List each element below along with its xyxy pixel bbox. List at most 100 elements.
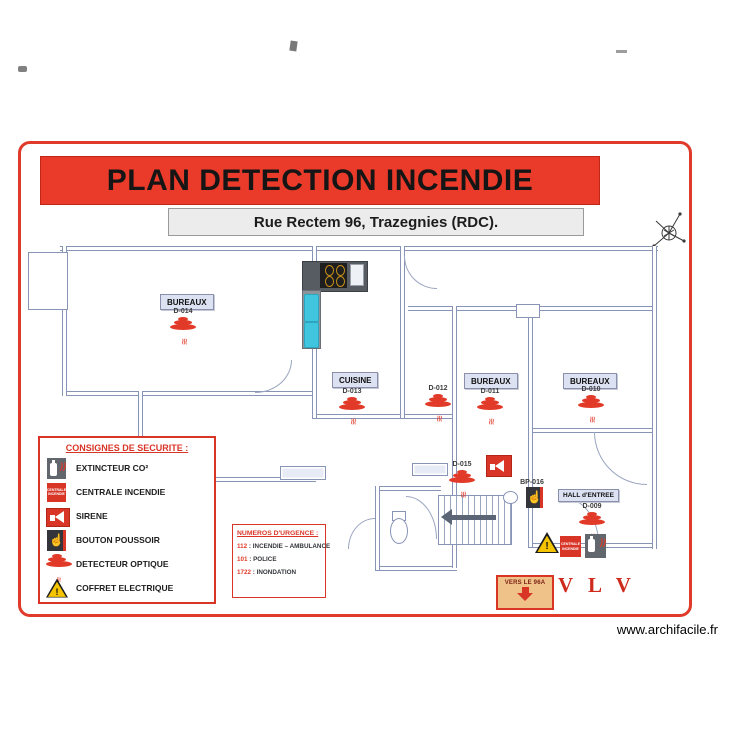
window (412, 463, 448, 476)
emergency-label: : INCENDIE – AMBULANCE (248, 543, 331, 550)
emergency-label: : POLICE (249, 556, 277, 563)
down-arrow-icon (517, 593, 533, 601)
smoke-detector-d013: D-013 ≋ (330, 388, 374, 428)
exit-sign-label: VERS LE 96A (504, 580, 546, 586)
wall (375, 566, 457, 571)
refrigerator (304, 294, 319, 322)
scan-artifact (616, 50, 627, 53)
co2-extinguisher-icon: )) (585, 534, 606, 558)
legend-title: CONSIGNES DE SECURITE : (65, 443, 189, 453)
legend-item-sirene: SIRENE (46, 505, 108, 527)
legend-item-label: BOUTON POUSSOIR (76, 535, 160, 545)
room-label-bureaux-2: BUREAUX (464, 373, 518, 389)
legend-item-label: SIRENE (76, 511, 108, 521)
stove-burner (325, 265, 334, 276)
electrical-cabinet-icon: ! (46, 578, 68, 599)
emergency-line: 1722 : INONDATION (237, 569, 321, 576)
emergency-number: 101 (237, 556, 248, 563)
wall (62, 391, 315, 396)
wall (528, 306, 533, 547)
window (280, 466, 326, 480)
stove-burner (325, 276, 334, 287)
wall (60, 246, 658, 251)
scan-artifact (18, 66, 27, 72)
wall (212, 477, 316, 482)
electrical-cabinet-icon: ! (535, 532, 559, 553)
detector-id: D-009 (582, 503, 602, 510)
stair-newel (503, 491, 518, 504)
scan-artifact (289, 40, 298, 52)
legend-item-label: COFFRET ELECTRIQUE (76, 583, 174, 593)
heat-waves-icon: ≋ (434, 414, 445, 423)
co2-extinguisher-icon: )) (46, 457, 68, 479)
push-button-icon: ☝ (46, 529, 68, 551)
wall (528, 428, 656, 433)
legend-item-extincteur: )) EXTINCTEUR CO² (46, 457, 148, 479)
heat-waves-icon: ≋ (179, 337, 190, 346)
emergency-line: 112 : INCENDIE – AMBULANCE (237, 543, 330, 550)
siren-horn (490, 463, 495, 470)
smoke-detector-d011: D-011 ≋ (468, 388, 512, 428)
smoke-detector-icon (330, 397, 374, 410)
smoke-detector-d015: D-015 ≋ (440, 461, 484, 501)
emergency-numbers-box: NUMEROS D'URGENCE : 112 : INCENDIE – AMB… (232, 524, 330, 598)
room-label-bureaux-1: BUREAUX (160, 294, 214, 310)
vlv-annotation: V L V (558, 573, 636, 597)
smoke-detector-icon (440, 470, 484, 483)
exit-sign: VERS LE 96A (496, 575, 554, 610)
wall (62, 246, 67, 396)
watermark-url: www.archifacile.fr (616, 622, 718, 637)
legend-item-label: EXTINCTEUR CO² (76, 463, 149, 473)
emergency-number: 1722 (237, 569, 252, 576)
wall (400, 246, 405, 418)
smoke-detector-d012: D-012 ≋ (416, 385, 460, 425)
siren-horn-bell (495, 460, 504, 472)
heat-waves-icon: ≋ (348, 417, 359, 426)
stove-burner (336, 265, 345, 276)
legend-item-coffret: ! COFFRET ELECTRIQUE (46, 577, 173, 599)
smoke-detector-icon (416, 394, 460, 407)
wall (138, 391, 143, 479)
legend-item-bouton: ☝ BOUTON POUSSOIR (46, 529, 160, 551)
emergency-label: : INONDATION (252, 569, 297, 576)
siren-icon (486, 455, 512, 477)
smoke-detector-icon (570, 512, 614, 525)
legend-item-centrale: CENTRALE INCENDIE CENTRALE INCENDIE (46, 481, 165, 503)
legend-item-detecteur: ≋ DETECTEUR OPTIQUE (46, 553, 169, 582)
smoke-detector-d014: D-014 ≋ (161, 308, 205, 348)
stove-burner (336, 276, 345, 287)
heat-waves-icon: ≋ (587, 415, 598, 424)
address-subtitle: Rue Rectem 96, Trazegnies (RDC). (168, 208, 584, 236)
wall (452, 306, 457, 568)
safety-legend: CONSIGNES DE SECURITE : )) EXTINCTEUR CO… (38, 436, 216, 604)
wall (312, 414, 457, 419)
chimney (516, 304, 540, 318)
detector-id: D-010 (581, 386, 601, 393)
kitchen-sink (350, 264, 364, 286)
wall (375, 486, 380, 570)
fire-alarm-panel-icon: CENTRALE INCENDIE (560, 536, 581, 557)
emergency-line: 101 : POLICE (237, 556, 321, 563)
push-button-id: BP-016 (520, 479, 544, 486)
heat-waves-icon: ≋ (458, 490, 469, 499)
detector-id: D-015 (452, 461, 472, 468)
room-label-cuisine: CUISINE (332, 372, 379, 388)
detector-id: D-012 (428, 385, 448, 392)
smoke-detector-d010: D-010 ≋ (569, 386, 613, 426)
push-button-icon: ☝ (526, 487, 543, 508)
fire-alarm-panel-icon: CENTRALE INCENDIE (46, 482, 68, 503)
room-label-hall: HALL d'ENTREE (558, 489, 619, 502)
bay-alcove (28, 252, 68, 310)
emergency-title: NUMEROS D'URGENCE : (237, 530, 319, 537)
stair-direction-arrow-icon (441, 509, 496, 525)
wall (375, 486, 441, 491)
compass-icon (648, 210, 690, 252)
legend-item-label: CENTRALE INCENDIE (76, 487, 166, 497)
smoke-detector-icon (468, 397, 512, 410)
page-title: PLAN DETECTION INCENDIE (40, 156, 600, 205)
refrigerator (304, 322, 319, 348)
detector-id: D-013 (342, 388, 362, 395)
room-label-bureaux-3: BUREAUX (563, 373, 617, 389)
detector-id: D-014 (173, 308, 193, 315)
